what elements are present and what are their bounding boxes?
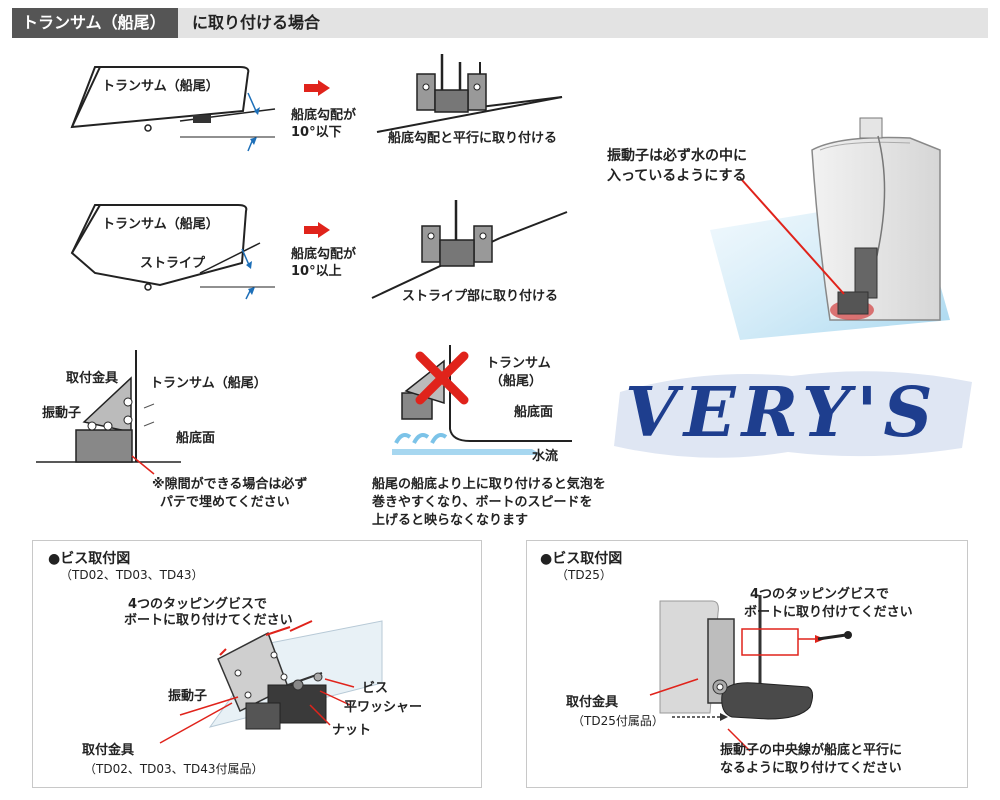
panel-right-center-1: 振動子の中央線が船底と平行に [720,743,903,758]
brand-logo: VERY'S [625,373,939,453]
callout-leader [741,179,845,295]
red-x-icon [415,351,469,405]
panel-right-screws-2: ボートに取り付けてください [744,605,913,620]
red-arrow-2 [304,222,330,238]
screw-diagram-right [649,595,852,752]
mount-note-2: パテで埋めてください [160,495,290,510]
screw-panel-right [526,540,968,788]
row1-result: 船底勾配と平行に取り付ける [388,131,558,146]
row2-result: ストライプ部に取り付ける [402,289,559,304]
panel-left-screws-1: 4つのタッピングビスで [128,597,268,612]
panel-left-screws-2: ボートに取り付けてください [124,613,293,628]
wrong-transom-1: トランサム [486,356,551,371]
row1-hull-label: トランサム（船尾） [102,79,219,94]
hull-diagram-2 [70,204,275,300]
mount-bracket-label: 取付金具 [66,371,119,386]
water-flow-label: 水流 [532,449,559,464]
boat-photo [710,117,950,340]
panel-left-bracket-label: 取付金具 [82,743,135,758]
wrong-note-3: 上げると映らなくなります [372,513,529,528]
wrong-transom-2: （船尾） [490,374,543,389]
wrong-note-1: 船尾の船底より上に取り付けると気泡を [372,477,606,492]
callout-line-2: 入っているようにする [607,168,747,184]
callout-line-1: 振動子は必ず水の中に [607,148,747,164]
row1-condition-1: 船底勾配が [291,108,357,123]
screw-diagram-left [159,620,383,744]
panel-left-screw-label: ビス [362,681,389,696]
panel-right-bracket-sub: （TD25付属品） [572,714,664,728]
panel-left-nut-label: ナット [332,723,372,738]
row2-condition-2: 10°以上 [291,264,342,279]
mount-hull-bottom-label: 船底面 [176,431,216,446]
row1-condition-2: 10°以下 [291,125,342,140]
panel-left-subtitle: （TD02、TD03、TD43） [60,568,204,582]
panel-right-title: ●ビス取付図 [540,551,623,567]
header-tab: トランサム（船尾） [12,8,178,38]
panel-right-bracket-label: 取付金具 [566,695,619,710]
panel-right-screws-1: 4つのタッピングビスで [750,587,890,602]
red-arrow-1 [304,80,330,96]
panel-left-washer-label: 平ワッシャー [344,700,423,715]
wrong-hull-bottom-label: 船底面 [514,405,554,420]
mount-transducer-label: 振動子 [42,406,82,421]
header-title: に取り付ける場合 [192,13,321,32]
panel-right-center-2: なるように取り付けてください [720,761,902,776]
logo-background [614,371,972,458]
mount-diagram [36,350,181,475]
mount-note-1: ※隙間ができる場合は必ず [152,477,308,492]
result-diagram-1 [376,54,563,133]
row2-condition-1: 船底勾配が [291,247,357,262]
panel-left-bracket-sub: （TD02、TD03、TD43付属品） [84,762,264,776]
row2-hull-label: トランサム（船尾） [102,217,219,232]
panel-left-title: ●ビス取付図 [48,551,131,567]
hull-diagram-1 [70,66,276,152]
panel-right-subtitle: （TD25） [556,568,612,582]
result-diagram-2 [371,200,568,299]
mount-transom-label: トランサム（船尾） [150,376,267,391]
wrong-note-2: 巻きやすくなり、ボートのスピードを [372,495,593,510]
screw-panel-left [32,540,482,788]
panel-left-transducer-label: 振動子 [168,689,208,704]
row2-stripe-label: ストライプ [140,256,206,271]
